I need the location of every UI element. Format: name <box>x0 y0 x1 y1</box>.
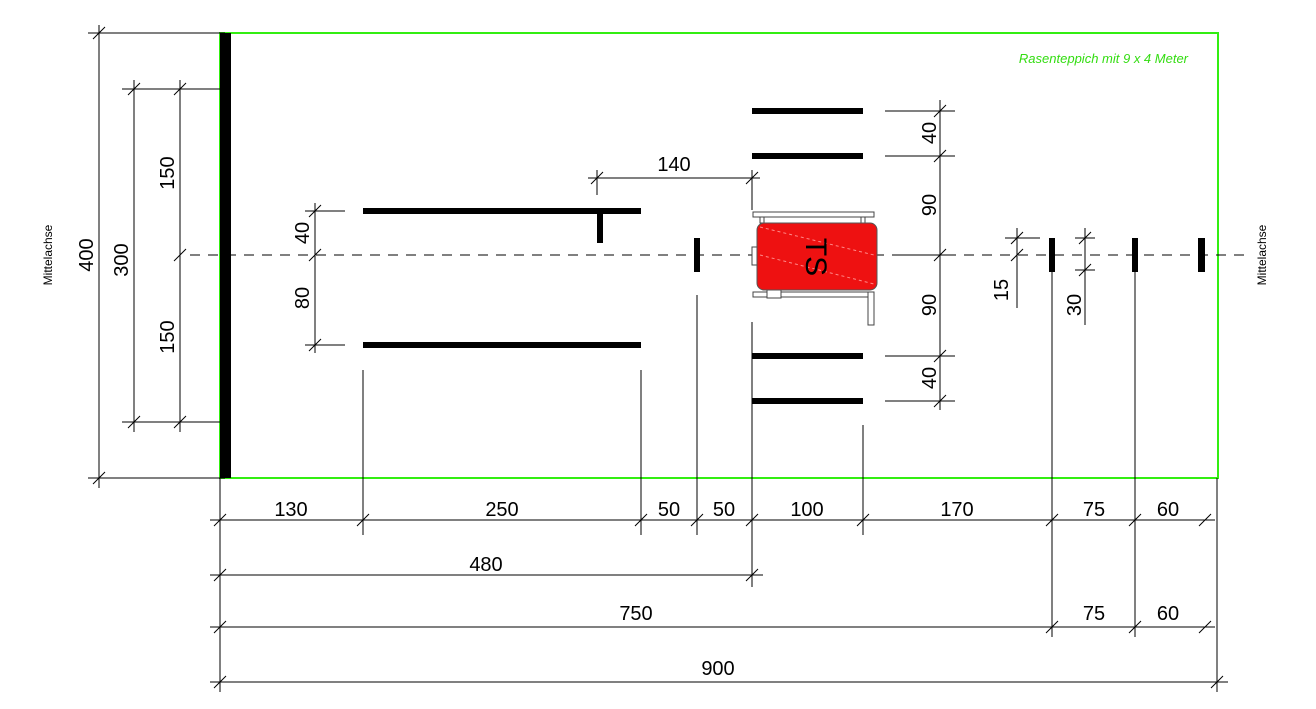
ts-label: TS <box>799 238 832 276</box>
dimension-tick <box>1198 513 1212 527</box>
dim-40-top: 40 <box>919 122 941 144</box>
dimension-tick <box>634 513 648 527</box>
bar-right-2 <box>752 153 863 159</box>
dimension-tick <box>933 349 947 363</box>
dimension-tick <box>308 338 322 352</box>
marker-3 <box>1132 238 1138 272</box>
bar-right-3 <box>752 353 863 359</box>
dim-75-row3: 75 <box>1083 603 1105 625</box>
marker-2 <box>1049 238 1055 272</box>
dimension-tick <box>1078 231 1092 245</box>
dimension-tick <box>308 204 322 218</box>
dim-250: 250 <box>485 499 518 521</box>
dim-400: 400 <box>76 238 98 271</box>
carpet-note: Rasenteppich mit 9 x 4 Meter <box>1019 51 1189 66</box>
dim-150-lower: 150 <box>157 320 179 353</box>
dimension-lines <box>88 25 1228 692</box>
marker-1 <box>694 238 700 272</box>
dimension-tick <box>173 248 187 262</box>
dimension-ticks <box>92 26 1224 689</box>
bar-upper-stub <box>597 208 603 243</box>
dimension-tick <box>92 26 106 40</box>
dimension-tick <box>590 171 604 185</box>
dimension-tick <box>127 82 141 96</box>
ts-equipment: TS <box>751 211 878 326</box>
dimension-tick <box>1045 513 1059 527</box>
bars <box>363 108 1205 404</box>
dim-750: 750 <box>619 603 652 625</box>
dimension-tick <box>933 104 947 118</box>
dim-90-top: 90 <box>919 194 941 216</box>
dimension-labels: 130 250 50 50 100 170 75 60 480 750 75 6… <box>41 122 1269 680</box>
dim-50b: 50 <box>713 499 735 521</box>
dimension-tick <box>1078 263 1092 277</box>
dimension-tick <box>1010 248 1024 262</box>
axis-label-left: Mittelachse <box>41 224 55 285</box>
dimension-tick <box>1045 620 1059 634</box>
dimension-tick <box>213 675 227 689</box>
dim-40-bottom: 40 <box>919 367 941 389</box>
marker-4 <box>1198 238 1205 272</box>
dimension-tick <box>933 149 947 163</box>
dimension-tick <box>308 248 322 262</box>
dimension-tick <box>1198 620 1212 634</box>
dimension-tick <box>213 568 227 582</box>
dim-480: 480 <box>469 554 502 576</box>
dim-130: 130 <box>274 499 307 521</box>
dimension-tick <box>92 471 106 485</box>
dimension-tick <box>933 394 947 408</box>
dimension-tick <box>213 513 227 527</box>
dim-75: 75 <box>1083 499 1105 521</box>
dimension-tick <box>1128 513 1142 527</box>
dimension-tick <box>1010 231 1024 245</box>
dim-60: 60 <box>1157 499 1179 521</box>
dimension-tick <box>173 82 187 96</box>
dimension-tick <box>173 415 187 429</box>
dim-80-left: 80 <box>292 287 314 309</box>
dim-150-upper: 150 <box>157 156 179 189</box>
dimension-tick <box>1128 620 1142 634</box>
bar-right-4 <box>752 398 863 404</box>
dimension-tick <box>1210 675 1224 689</box>
dimension-tick <box>127 415 141 429</box>
bar-upper-long <box>363 208 641 214</box>
dim-15: 15 <box>991 279 1013 301</box>
left-wall-bar <box>220 33 231 478</box>
dimension-tick <box>356 513 370 527</box>
bar-lower-long <box>363 342 641 348</box>
dim-90-bottom: 90 <box>919 294 941 316</box>
dimension-tick <box>856 513 870 527</box>
dimension-tick <box>690 513 704 527</box>
dim-900: 900 <box>701 658 734 680</box>
dimension-tick <box>745 171 759 185</box>
dimension-tick <box>933 248 947 262</box>
dim-40-left: 40 <box>292 222 314 244</box>
dim-170: 170 <box>940 499 973 521</box>
dim-300: 300 <box>111 243 133 276</box>
dimension-tick <box>213 620 227 634</box>
axis-label-right: Mittelachse <box>1255 224 1269 285</box>
dim-100: 100 <box>790 499 823 521</box>
dimension-tick <box>745 568 759 582</box>
dim-140: 140 <box>657 154 690 176</box>
dim-50a: 50 <box>658 499 680 521</box>
dim-60-row3: 60 <box>1157 603 1179 625</box>
dimension-tick <box>745 513 759 527</box>
dim-30: 30 <box>1064 294 1086 316</box>
bar-right-1 <box>752 108 863 114</box>
